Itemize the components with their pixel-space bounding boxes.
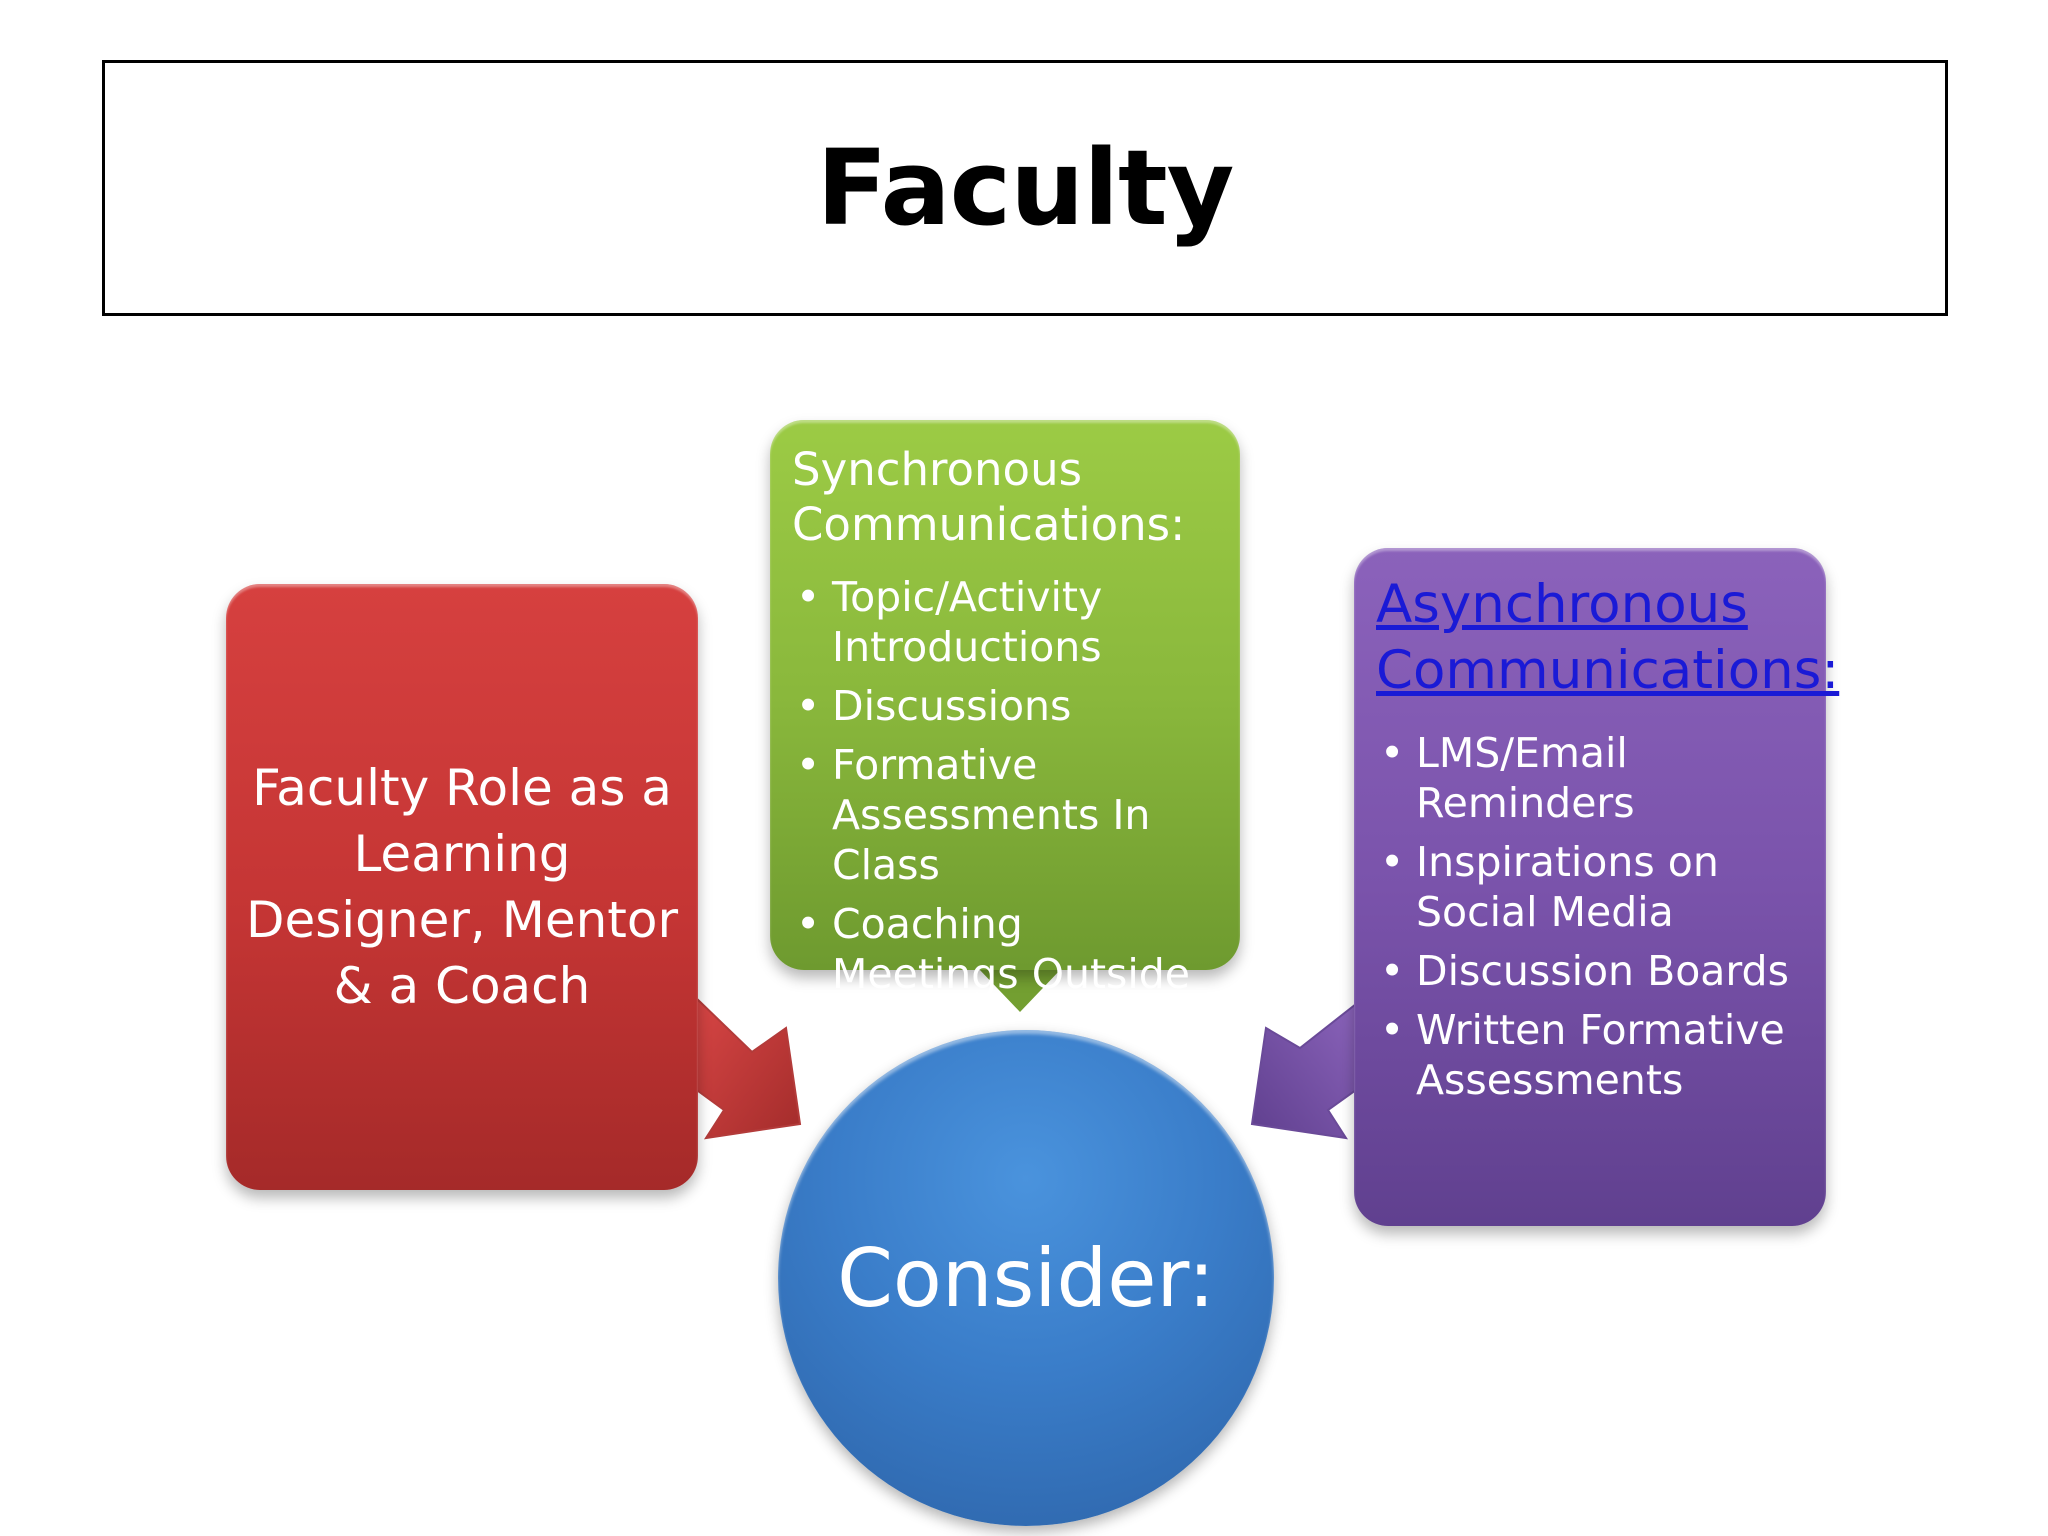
- faculty-role-text: Faculty Role as a Learning Designer, Men…: [245, 759, 679, 1015]
- asynchronous-box: Asynchronous Communications: •LMS/Email …: [1354, 548, 1840, 1226]
- asynchronous-list: •LMS/Email Reminders •Inspirations on So…: [1376, 728, 1808, 1105]
- synchronous-pointer: [978, 968, 1062, 1012]
- left-arrow: [693, 993, 802, 1140]
- slide-title: Faculty: [816, 127, 1235, 249]
- list-item: •Discussion Boards: [1380, 947, 1789, 995]
- list-item: •Inspirations on Social Media: [1380, 838, 1719, 936]
- list-item: •Formative Assessments In Class: [796, 741, 1151, 889]
- list-item: •Topic/Activity Introductions: [796, 573, 1103, 671]
- consider-label: Consider:: [837, 1231, 1215, 1325]
- list-item: •Discussions: [796, 682, 1072, 730]
- synchronous-list: •Topic/Activity Introductions •Discussio…: [792, 572, 1222, 1049]
- synchronous-heading: Synchronous Communications:: [792, 443, 1186, 551]
- synchronous-box: Synchronous Communications: •Topic/Activ…: [770, 420, 1240, 1048]
- asynchronous-heading-link[interactable]: Asynchronous Communications:: [1376, 574, 1840, 701]
- list-item: •Coaching Meetings Outside of Class: [796, 900, 1191, 1048]
- consider-circle: Consider:: [778, 1030, 1274, 1526]
- faculty-role-box: Faculty Role as a Learning Designer, Men…: [226, 584, 698, 1190]
- list-item: •LMS/Email Reminders: [1380, 729, 1635, 827]
- list-item: •Written Formative Assessments: [1380, 1006, 1785, 1104]
- title-box: Faculty: [102, 60, 1948, 316]
- right-arrow: [1250, 1001, 1357, 1140]
